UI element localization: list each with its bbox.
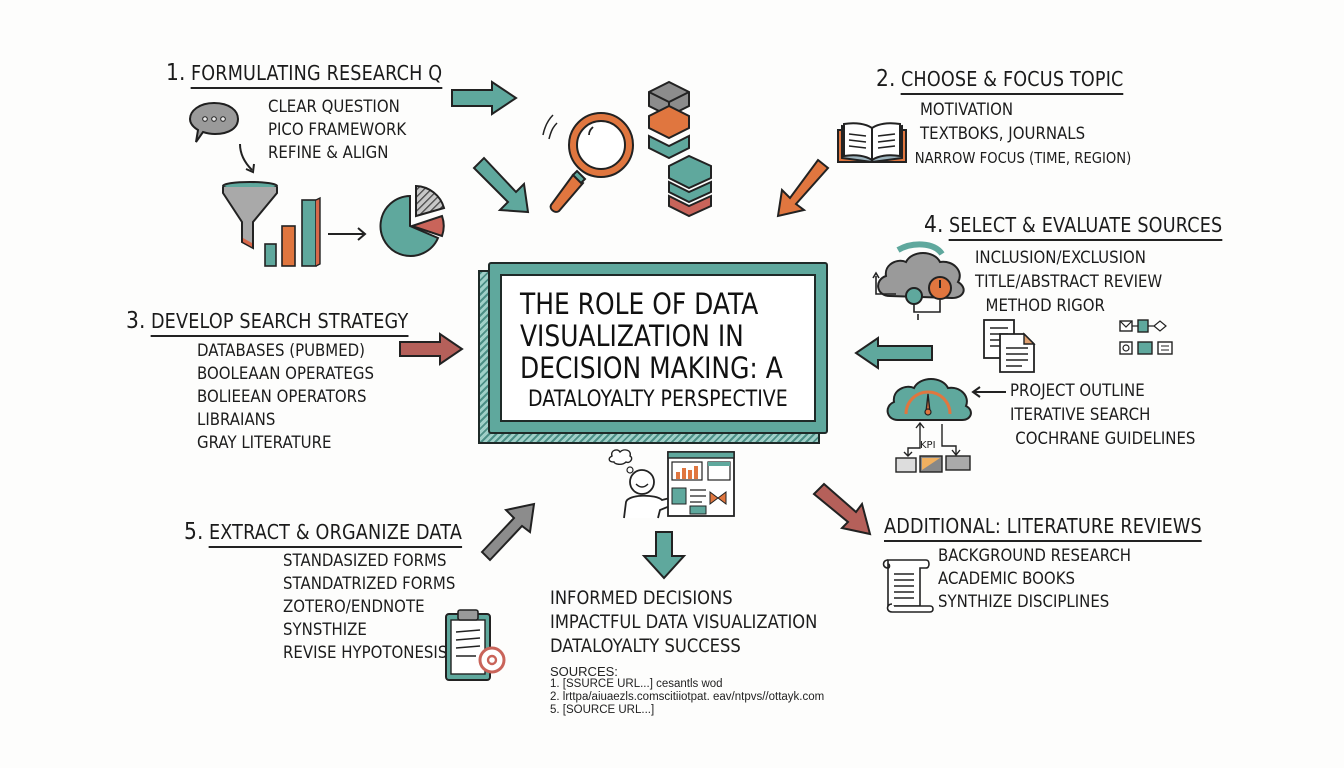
section-4-items: INCLUSION/EXCLUSION TITLE/ABSTRACT REVIE… xyxy=(975,246,1162,318)
kpi-label: KPI xyxy=(920,440,936,451)
gauge-cloud-icon xyxy=(886,378,972,421)
section-3-heading: 3.DEVELOP SEARCH STRATEGY xyxy=(126,308,409,337)
arrow-right-red xyxy=(399,332,464,366)
section-5-items: STANDASIZED FORMS STANDATRIZED FORMS ZOT… xyxy=(283,550,455,665)
list-item: BOOLEAAN OPERATEGS xyxy=(197,364,374,384)
list-item: COCHRANE GUIDELINES xyxy=(1015,429,1196,449)
list-item: PROJECT OUTLINE xyxy=(1010,381,1145,401)
curved-arrow-icon xyxy=(239,143,255,174)
arrow-left-thin-icon xyxy=(971,386,1006,398)
database-blocks-icon xyxy=(648,80,712,218)
presenter-dashboard-icon xyxy=(608,449,735,519)
list-item: NARROW FOCUS (TIME, REGION) xyxy=(914,149,1132,167)
list-item: SYNTHIZE DISCIPLINES xyxy=(938,592,1110,612)
section-4-extra-items: PROJECT OUTLINE ITERATIVE SEARCH COCHRAN… xyxy=(1010,379,1195,451)
cloud-icon xyxy=(872,241,965,320)
source-item: 2. lrttpa/aiuaezls.comscitiiotpat. eav/n… xyxy=(550,691,825,703)
title-line: DECISION MAKING: A xyxy=(520,351,783,385)
section-2-items: MOTIVATION TEXTBOKS, JOURNALS NARROW FOC… xyxy=(915,98,1132,170)
title-line: THE ROLE OF DATA xyxy=(520,287,759,321)
arrow-left-teal xyxy=(854,336,933,370)
section-number: 2. xyxy=(876,66,896,92)
list-item: TITLE/ABSTRACT REVIEW xyxy=(975,272,1163,292)
list-item: PICO FRAMEWORK xyxy=(268,120,407,140)
outcomes-list: INFORMED DECISIONS IMPACTFUL DATA VISUAL… xyxy=(550,586,817,658)
outcome-item: DATALOYALTY SUCCESS xyxy=(550,635,741,657)
main-title: THE ROLE OF DATA VISUALIZATION IN DECISI… xyxy=(520,288,783,384)
section-1-items: CLEAR QUESTION PICO FRAMEWORK REFINE & A… xyxy=(268,96,406,165)
pie-chart-icon xyxy=(379,184,446,257)
documents-icon xyxy=(983,319,1036,373)
arrow-down-right-teal xyxy=(472,156,530,214)
section-number: 5. xyxy=(184,519,204,545)
list-item: DATABASES (PUBMED) xyxy=(197,341,366,361)
source-item: 5. [SOURCE URL...] xyxy=(550,704,655,716)
source-item: 1. [SSURCE URL...] cesantls wod xyxy=(550,678,723,690)
list-item: REFINE & ALIGN xyxy=(268,143,389,163)
additional-items: BACKGROUND RESEARCH ACADEMIC BOOKS SYNTH… xyxy=(938,545,1131,614)
section-5-heading: 5.EXTRACT & ORGANIZE DATA xyxy=(184,519,463,548)
section-title: SELECT & EVALUATE SOURCES xyxy=(948,213,1223,241)
arrow-down-right-red xyxy=(812,482,872,536)
section-title: CHOOSE & FOCUS TOPIC xyxy=(900,67,1124,95)
title-line: VISUALIZATION IN xyxy=(520,319,744,353)
flowchart-icon xyxy=(1119,319,1173,355)
sources-list: SOURCES: 1. [SSURCE URL...] cesantls wod… xyxy=(550,665,824,717)
arrow-up-right-gray xyxy=(480,502,536,562)
section-number: 4. xyxy=(924,212,944,238)
list-item: STANDASIZED FORMS xyxy=(283,551,447,571)
list-item: METHOD RIGOR xyxy=(985,296,1105,316)
section-2-heading: 2.CHOOSE & FOCUS TOPIC xyxy=(876,66,1124,95)
open-book-icon xyxy=(837,122,907,164)
list-item: GRAY LITERATURE xyxy=(197,433,332,453)
section-title: FORMULATING RESEARCH Q xyxy=(190,61,443,89)
list-item: INCLUSION/EXCLUSION xyxy=(975,248,1146,268)
list-item: BACKGROUND RESEARCH xyxy=(938,546,1132,566)
outcome-item: IMPACTFUL DATA VISUALIZATION xyxy=(550,611,818,633)
title-box-inner: THE ROLE OF DATA VISUALIZATION IN DECISI… xyxy=(500,274,816,422)
list-item: CLEAR QUESTION xyxy=(268,97,400,117)
section-number: 3. xyxy=(126,308,146,334)
list-item: TEXTBOKS, JOURNALS xyxy=(920,124,1086,144)
list-item: BOLIEEAN OPERATORS xyxy=(197,387,367,407)
section-title: EXTRACT & ORGANIZE DATA xyxy=(208,520,463,548)
sources-label: SOURCES: xyxy=(550,664,618,679)
arrow-right-icon xyxy=(328,227,367,241)
list-item: SYNSTHIZE xyxy=(283,620,367,640)
title-box: THE ROLE OF DATA VISUALIZATION IN DECISI… xyxy=(488,262,828,434)
arrow-down-left-orange xyxy=(776,158,830,218)
arrow-right-teal xyxy=(451,80,518,116)
speech-bubble-icon xyxy=(188,101,240,143)
list-item: ZOTERO/ENDNOTE xyxy=(283,597,425,617)
list-item: ITERATIVE SEARCH xyxy=(1010,405,1151,425)
section-3-items: DATABASES (PUBMED) BOOLEAAN OPERATEGS BO… xyxy=(197,340,374,455)
section-title: DEVELOP SEARCH STRATEGY xyxy=(150,309,409,337)
bar-chart-icon xyxy=(264,196,321,267)
scroll-icon xyxy=(882,559,934,613)
list-item: ACADEMIC BOOKS xyxy=(938,569,1076,589)
list-item: STANDATRIZED FORMS xyxy=(283,574,456,594)
section-number: 1. xyxy=(166,60,186,86)
list-item: MOTIVATION xyxy=(920,100,1014,120)
list-item: LIBRAIANS xyxy=(197,410,276,430)
clipboard-icon xyxy=(445,609,506,681)
arrow-down-teal xyxy=(641,531,687,580)
kpi-flow-icon xyxy=(895,421,971,473)
funnel-icon xyxy=(222,181,278,250)
section-1-heading: 1.FORMULATING RESEARCH Q xyxy=(166,60,443,89)
list-item: REVISE HYPOTONESIS xyxy=(283,643,448,663)
additional-heading: ADDITIONAL: LITERATURE REVIEWS xyxy=(884,514,1202,542)
magnifying-glass-icon xyxy=(542,112,634,213)
outcome-item: INFORMED DECISIONS xyxy=(550,587,733,609)
main-subtitle: DATALOYALTY PERSPECTIVE xyxy=(528,387,788,412)
section-title: ADDITIONAL: LITERATURE REVIEWS xyxy=(884,514,1202,542)
section-4-heading: 4.SELECT & EVALUATE SOURCES xyxy=(924,212,1223,241)
